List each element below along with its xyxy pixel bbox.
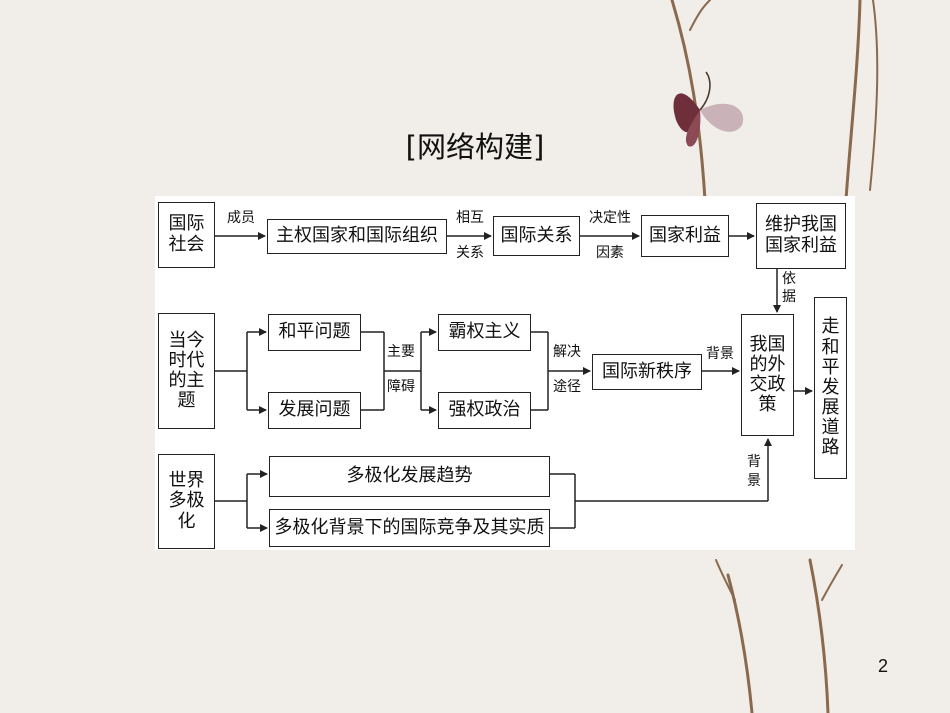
label-members: 成员 [227,210,255,226]
label-background-a: 背景 [706,346,734,362]
node-foreign-policy: 我国的外交政策 [741,314,794,436]
node-multipolar: 世界多极化 [158,454,215,549]
label-mutual-2: 关系 [456,245,484,261]
connector-lines [215,232,813,532]
label-decisive-2: 因素 [596,245,624,261]
node-development: 发展问题 [268,392,361,429]
label-decisive-1: 决定性 [589,210,631,226]
node-peaceful-road: 走和平发展道路 [814,297,847,479]
node-intl-society: 国际社会 [158,202,215,268]
label-main-1: 主要 [387,344,415,360]
label-basis-2: 据 [782,289,796,305]
label-solve-2: 途径 [553,379,581,395]
diagram-panel: 国际社会 主权国家和国际组织 国际关系 国家利益 维护我国国家利益 成员 相互 … [155,196,855,550]
label-main-2: 障碍 [387,379,415,395]
node-sovereign-orgs: 主权国家和国际组织 [267,219,447,254]
label-background-b-1: 背 [747,454,761,470]
butterfly-icon [673,71,744,147]
label-solve-1: 解决 [553,344,581,360]
node-defend-interest: 维护我国国家利益 [756,203,846,269]
page-number: 2 [878,656,889,676]
label-mutual-1: 相互 [456,210,484,226]
node-intl-relations: 国际关系 [493,216,580,256]
label-basis-1: 依 [782,271,796,287]
node-multi-competition: 多极化背景下的国际竞争及其实质 [269,509,550,547]
node-national-interest: 国家利益 [641,215,729,257]
node-power-politics: 强权政治 [438,392,531,429]
node-peace: 和平问题 [268,314,361,351]
label-background-b-2: 景 [747,473,761,489]
node-hegemonism: 霸权主义 [438,314,531,351]
node-multi-trend: 多极化发展趋势 [269,456,550,497]
node-era-theme: 当今时代的主题 [158,313,215,429]
page-title: [网络构建] [405,130,545,164]
node-new-order: 国际新秩序 [592,354,702,390]
